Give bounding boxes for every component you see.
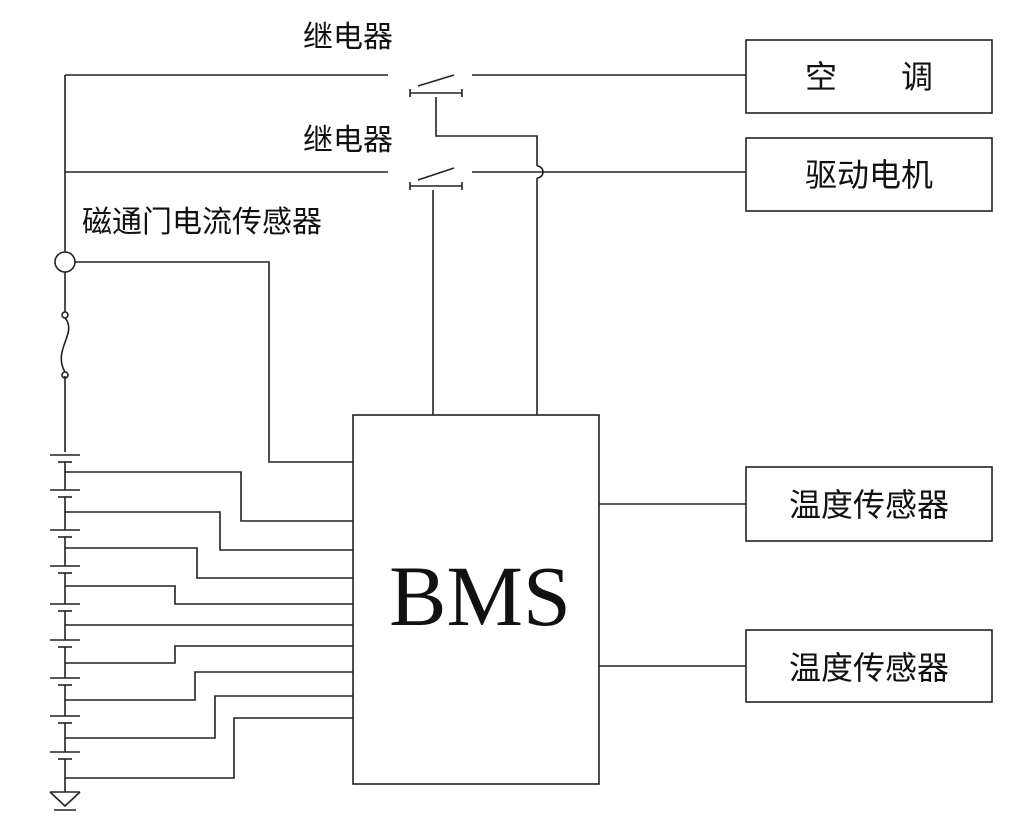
ground-icon — [49, 791, 81, 811]
temp-sensor-box-2: 温度传感器 — [745, 629, 993, 703]
relay-top-circuit — [65, 74, 746, 415]
ac-label: 空 调 — [805, 58, 933, 96]
relay-bottom-label: 继电器 — [303, 123, 393, 158]
relay-bottom-circuit — [65, 167, 746, 415]
motor-label: 驱动电机 — [805, 156, 933, 194]
temp-sensor-label-1: 温度传感器 — [789, 486, 949, 524]
temp-sensor-label-2: 温度传感器 — [789, 649, 949, 687]
relay-top-label: 继电器 — [303, 20, 393, 55]
bms-box: BMS — [352, 414, 600, 785]
current-sensor — [54, 251, 353, 463]
ac-box: 空 调 — [745, 39, 993, 114]
battery-stack — [50, 454, 80, 792]
current-sensor-label: 磁通门电流传感器 — [82, 205, 322, 240]
motor-box: 驱动电机 — [745, 137, 993, 212]
bms-label: BMS — [389, 548, 571, 644]
fuse-icon — [60, 311, 70, 379]
temp-sensor-wires — [599, 503, 746, 667]
cell-sense-wires — [65, 471, 353, 779]
temp-sensor-box-1: 温度传感器 — [745, 466, 993, 542]
